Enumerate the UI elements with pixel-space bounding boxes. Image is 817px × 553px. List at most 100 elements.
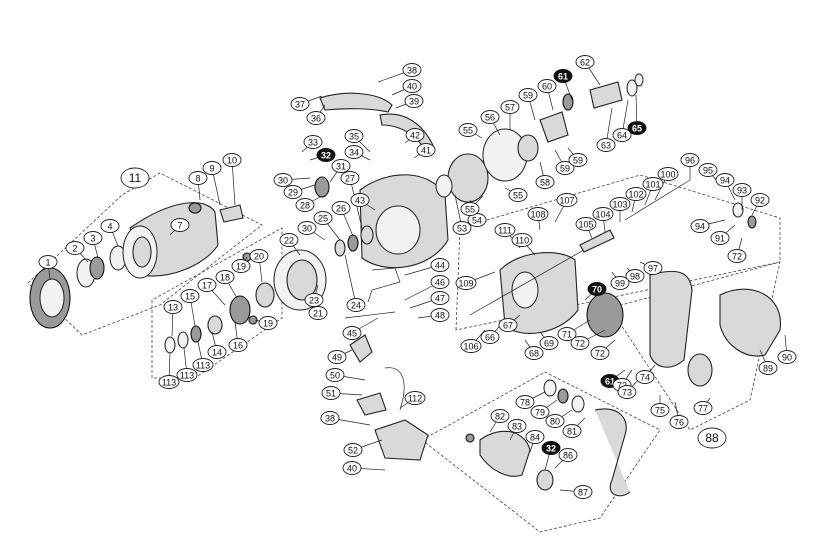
reel-body-part [499,252,579,334]
clutch-parts [164,249,327,354]
callout-bg-41 [416,143,436,157]
callout-label-51: 51 [326,389,336,399]
callout-label-40b: 40 [347,464,357,474]
callout-16: 16 [228,338,248,352]
callout-label-55c: 55 [513,191,523,201]
callout-79: 79 [530,405,550,419]
callout-bg-18 [215,270,235,284]
callout-bg-96 [680,153,700,167]
callout-80: 80 [545,414,565,428]
callout-17: 17 [197,278,217,292]
pinion-bearing-part [435,174,453,198]
body-bearing-seat-part [511,271,539,309]
callout-label-16: 16 [233,341,243,351]
callout-bg-36 [306,111,326,125]
callout-113a: 113 [158,375,180,389]
callout-label-42: 42 [410,131,420,141]
callout-108: 108 [527,207,549,221]
callout-bg-93 [732,183,752,197]
callout-62: 62 [575,55,595,69]
callout-label-93: 93 [737,186,747,196]
callout-bg-48 [430,308,450,322]
callout-106: 106 [460,339,482,353]
line-roller-part [314,176,330,198]
callout-bg-14 [207,345,227,359]
callout-21: 21 [308,306,328,320]
callout-label-94b: 94 [695,222,705,232]
callout-label-74: 74 [640,373,650,383]
callout-72d: 72 [727,249,747,263]
slider-screw-part [747,215,757,229]
callout-label-41: 41 [421,146,431,156]
bail-arm-part [319,92,393,113]
callout-bg-2 [65,241,85,255]
callout-label-29: 29 [288,188,298,198]
callout-101: 101 [642,177,664,191]
callout-bg-58 [535,175,555,189]
callout-label-75: 75 [655,406,665,416]
callout-bg-113c [192,358,214,372]
callout-bg-32b [541,441,561,455]
drag-knob-inner-part [39,278,65,318]
callout-56: 56 [480,110,500,124]
rotor-parts [314,92,449,461]
callout-label-64: 64 [617,131,627,141]
callout-bg-20 [249,249,269,263]
clutch-washer-1-part [164,336,176,354]
callout-68: 68 [524,346,544,360]
callout-label-99: 99 [615,279,625,289]
callout-label-83: 83 [512,422,522,432]
callout-label-102: 102 [628,190,643,200]
callout-bg-32a [316,148,336,162]
callout-70: 70 [587,282,607,296]
callout-58: 58 [535,175,555,189]
callout-67: 67 [498,318,518,332]
callout-label-77: 77 [698,404,708,414]
callout-76: 76 [669,415,689,429]
handle-knob-part [479,430,531,477]
bail-wire-arc-part [384,367,405,411]
callout-bg-9 [202,161,222,175]
callout-bg-4 [100,219,120,233]
callout-51: 51 [321,386,341,400]
callout-label-58: 58 [540,178,550,188]
handle-washer-3-part [571,395,585,413]
callout-bg-59c [568,153,588,167]
oscillation-rod-part [624,179,691,221]
callout-bg-34 [344,145,364,159]
clutch-group-box [151,227,283,379]
callout-bg-74 [635,370,655,384]
callout-27: 27 [340,171,360,185]
callout-13: 13 [163,300,183,314]
callout-38b: 38 [320,411,340,425]
callout-label-15: 15 [185,292,195,302]
group-label-handle-bg [697,427,727,449]
callout-label-96: 96 [685,156,695,166]
callout-14: 14 [207,345,227,359]
callout-15: 15 [180,289,200,303]
callout-label-38b: 38 [325,414,335,424]
callout-63: 63 [596,138,616,152]
callout-label-63: 63 [601,141,611,151]
callout-label-55b: 55 [465,205,475,215]
callout-81: 81 [562,424,582,438]
callout-4: 4 [100,219,120,233]
callout-label-57: 57 [505,103,515,113]
callout-label-91: 91 [715,234,725,244]
callout-label-54: 54 [472,216,482,226]
callout-label-100: 100 [660,170,675,180]
callout-47: 47 [430,291,450,305]
callout-59a: 59 [518,88,538,102]
callout-label-32a: 32 [321,151,331,161]
callout-bg-94b [690,219,710,233]
callout-bg-30a [273,173,293,187]
callout-bg-7 [170,218,190,232]
callout-label-59a: 59 [523,91,533,101]
callout-label-59c: 59 [573,156,583,166]
callout-bg-16 [228,338,248,352]
handle-side-cover-part [649,270,693,368]
callout-40a: 40 [402,79,422,93]
callout-label-25: 25 [318,214,328,224]
group-label-spool: 11 [120,167,150,189]
